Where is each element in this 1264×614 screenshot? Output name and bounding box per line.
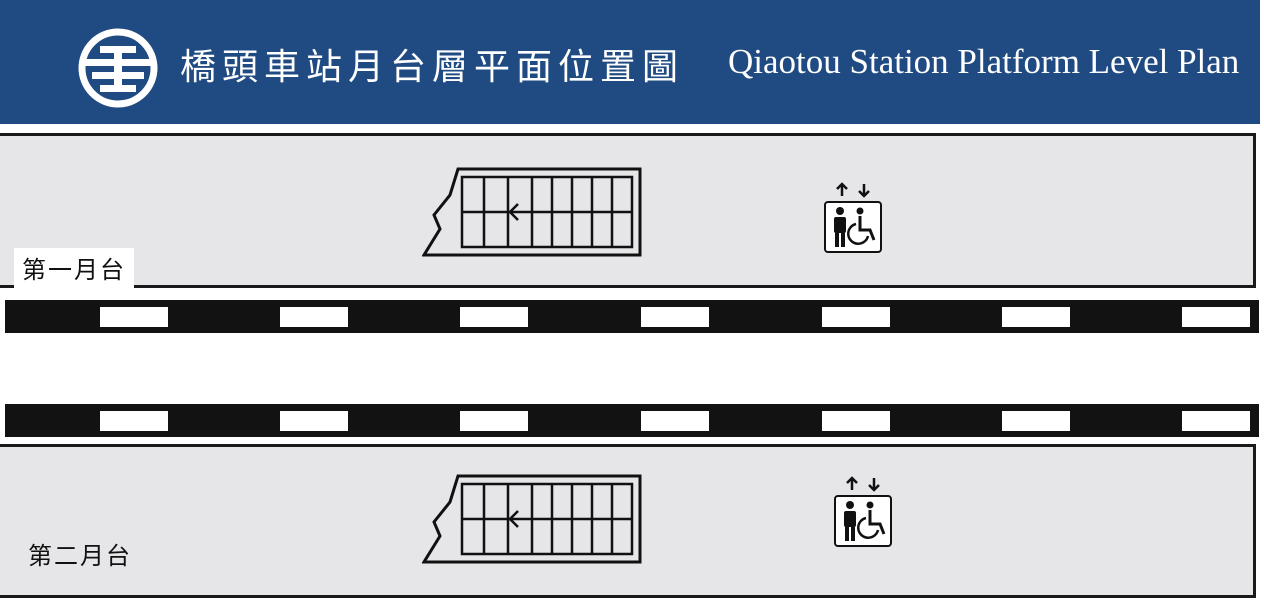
track-2	[5, 404, 1259, 437]
track-marking	[100, 307, 168, 327]
stairs-icon	[422, 167, 642, 257]
taiwan-railway-logo-icon	[78, 28, 158, 108]
track-marking	[460, 307, 528, 327]
track-marking	[280, 307, 348, 327]
stairs-icon	[422, 474, 642, 564]
platform-1-label: 第一月台	[14, 248, 134, 289]
track-marking	[100, 411, 168, 431]
track-marking	[460, 411, 528, 431]
platform-2-area	[0, 444, 1256, 598]
track-marking	[280, 411, 348, 431]
track-marking	[1002, 411, 1070, 431]
platform-1-area	[0, 133, 1256, 288]
header-banner: 橋頭車站月台層平面位置圖 Qiaotou Station Platform Le…	[0, 0, 1260, 124]
track-marking	[1182, 411, 1250, 431]
track-marking	[822, 307, 890, 327]
track-marking	[1002, 307, 1070, 327]
track-marking	[641, 307, 709, 327]
page-title-chinese: 橋頭車站月台層平面位置圖	[180, 47, 685, 88]
track-marking	[641, 411, 709, 431]
track-1	[5, 300, 1259, 333]
page-title-english: Qiaotou Station Platform Level Plan	[728, 42, 1240, 81]
platform-2-label: 第二月台	[28, 542, 132, 570]
track-marking	[1182, 307, 1250, 327]
track-marking	[822, 411, 890, 431]
elevator-accessible-icon	[834, 476, 892, 547]
elevator-accessible-icon	[824, 182, 882, 253]
